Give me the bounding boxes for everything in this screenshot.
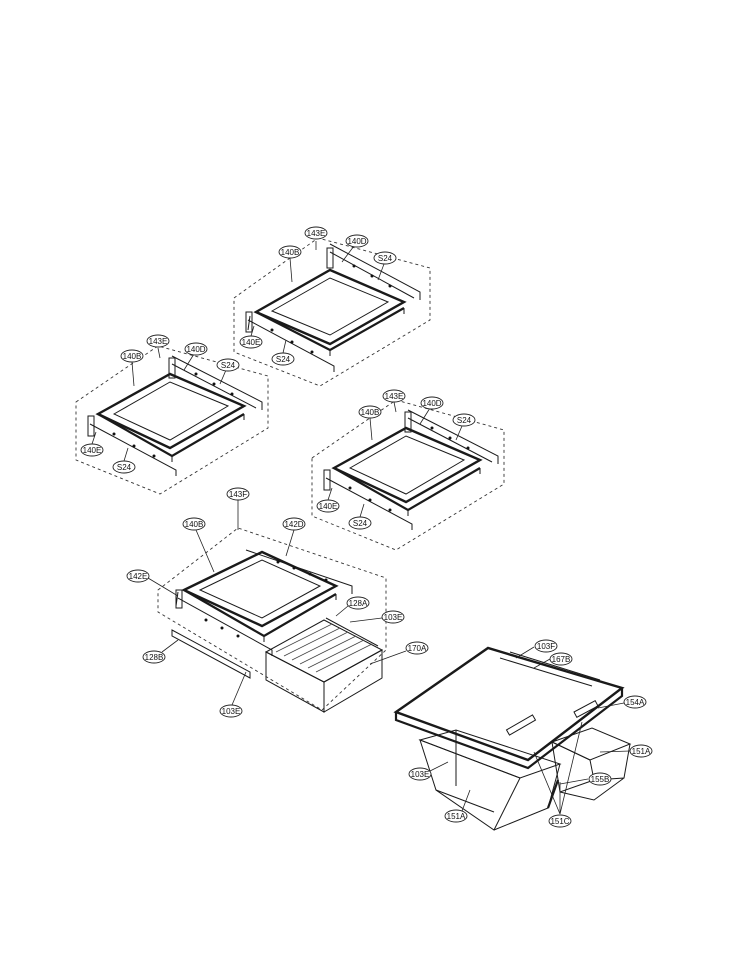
callout-140b: 140B	[358, 405, 382, 441]
callout-103e-lower: 103E	[219, 671, 247, 718]
shelf-assembly-3: 143E 140D 140B S24 140E S24	[311, 389, 505, 551]
svg-text:S24: S24	[378, 254, 393, 263]
svg-text:S24: S24	[457, 416, 472, 425]
svg-text:170A: 170A	[408, 644, 427, 653]
callout-140e: 140E	[239, 325, 263, 349]
shelf-assembly-1: 143E 140D 140B S24 140E S24	[233, 226, 431, 387]
crisper-cover-and-drawers: 103F 167B 154A 151A 103E 155B	[393, 639, 653, 831]
svg-text:154A: 154A	[626, 698, 645, 707]
callout-s24-upper: S24	[373, 251, 397, 281]
callout-167b: 167B	[533, 652, 573, 669]
svg-text:140B: 140B	[185, 520, 204, 529]
callout-103e: 103E	[408, 761, 449, 781]
callout-151c: 151C	[533, 721, 583, 828]
svg-text:167B: 167B	[552, 655, 571, 664]
callout-s24-lower: S24	[112, 447, 136, 474]
svg-text:140D: 140D	[186, 345, 205, 354]
callout-140d: 140D	[183, 342, 208, 371]
callout-140b: 140B	[182, 517, 215, 573]
svg-text:140B: 140B	[361, 408, 380, 417]
svg-text:155B: 155B	[591, 775, 610, 784]
callout-s24-upper: S24	[452, 413, 476, 441]
callout-154a: 154A	[597, 695, 647, 709]
callout-155b: 155B	[559, 772, 612, 786]
svg-text:140E: 140E	[319, 502, 338, 511]
svg-text:128B: 128B	[145, 653, 164, 662]
callout-s24-upper: S24	[216, 358, 240, 385]
svg-text:S24: S24	[221, 361, 236, 370]
callout-140b: 140B	[278, 245, 302, 283]
svg-text:151A: 151A	[632, 747, 651, 756]
svg-text:143E: 143E	[307, 229, 326, 238]
callout-151a-left: 151A	[444, 789, 471, 823]
svg-text:140D: 140D	[422, 399, 441, 408]
svg-text:S24: S24	[117, 463, 132, 472]
shelf-crisper-assembly-4: 143F 140B 142D 142E 128A 103E	[126, 487, 429, 718]
callout-142e: 142E	[126, 569, 179, 597]
callout-142d: 142D	[282, 517, 306, 557]
callout-143f: 143F	[226, 487, 250, 530]
callout-s24-lower: S24	[348, 503, 372, 530]
callout-103e-upper: 103E	[349, 610, 405, 624]
callout-143e: 143E	[382, 389, 406, 413]
svg-text:140D: 140D	[347, 237, 366, 246]
callout-140e: 140E	[316, 487, 340, 513]
svg-text:103E: 103E	[384, 613, 403, 622]
callout-151a-right: 151A	[599, 744, 653, 758]
svg-text:151C: 151C	[550, 817, 569, 826]
svg-text:140B: 140B	[123, 352, 142, 361]
callout-140d: 140D	[341, 234, 369, 263]
svg-text:142E: 142E	[129, 572, 148, 581]
svg-text:S24: S24	[353, 519, 368, 528]
svg-text:142D: 142D	[284, 520, 303, 529]
svg-text:103F: 103F	[537, 642, 555, 651]
svg-text:140E: 140E	[83, 446, 102, 455]
svg-text:128A: 128A	[349, 599, 368, 608]
callout-170a: 170A	[369, 641, 429, 665]
svg-text:140B: 140B	[281, 248, 300, 257]
callout-140d: 140D	[419, 396, 444, 425]
svg-text:143F: 143F	[229, 490, 247, 499]
callout-140b: 140B	[120, 349, 144, 387]
svg-text:151A: 151A	[447, 812, 466, 821]
callout-140e: 140E	[80, 431, 104, 457]
callout-143e: 143E	[146, 334, 170, 359]
svg-text:143E: 143E	[385, 392, 404, 401]
svg-text:143E: 143E	[149, 337, 168, 346]
callout-s24-lower: S24	[271, 339, 295, 366]
callout-143e: 143E	[304, 226, 328, 250]
svg-text:140E: 140E	[242, 338, 261, 347]
callout-103f: 103F	[515, 639, 558, 659]
callout-128b: 128B	[142, 639, 179, 664]
callout-128a: 128A	[335, 596, 370, 617]
shelf-assembly-2: 143E 140D 140B S24 140E S24	[75, 334, 269, 495]
svg-text:103E: 103E	[222, 707, 241, 716]
svg-text:S24: S24	[276, 355, 291, 364]
svg-text:103E: 103E	[411, 770, 430, 779]
